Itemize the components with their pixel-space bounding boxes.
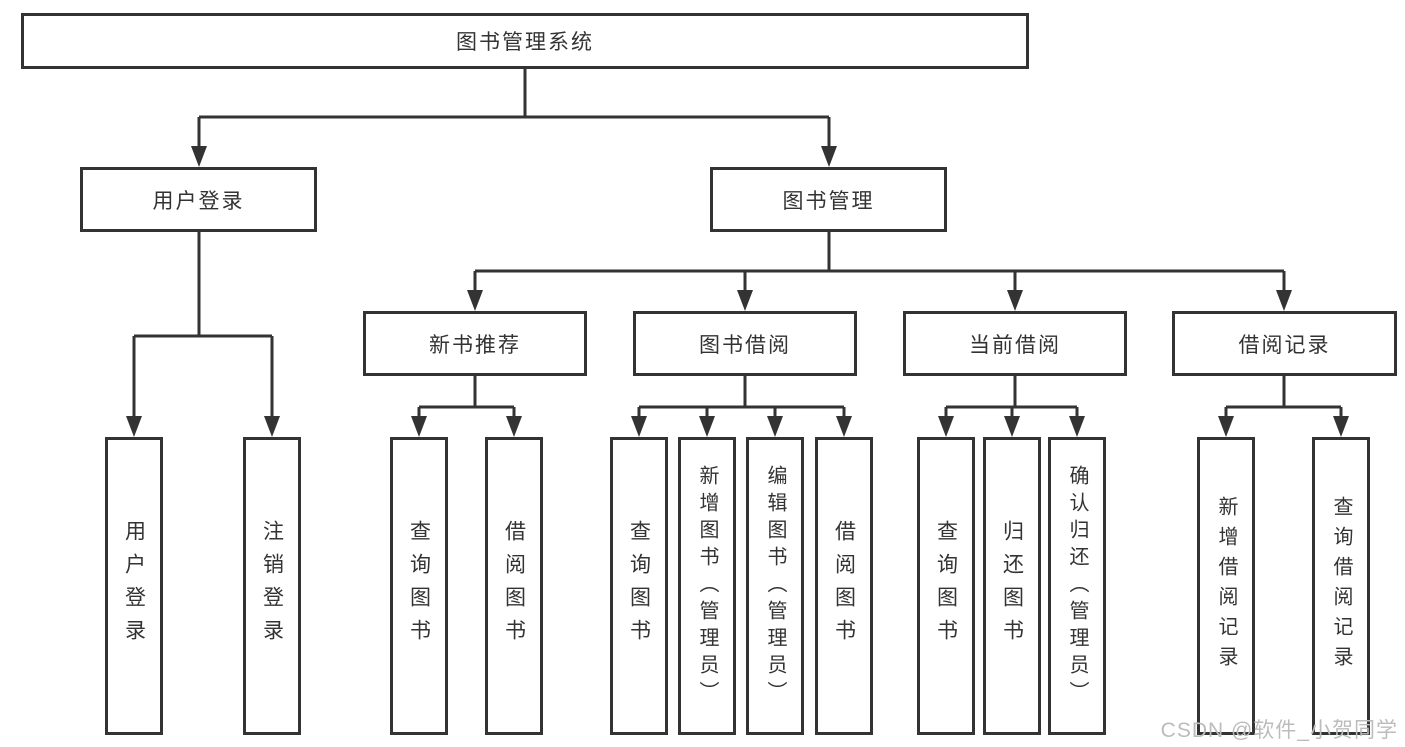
arrow-shafts — [132, 117, 1343, 420]
leaf-borrow-book-borrowing-label: 借阅图书 — [832, 520, 856, 652]
node-borrowing-records: 借阅记录 — [1172, 311, 1397, 376]
node-book-management-label: 图书管理 — [782, 189, 875, 213]
node-user-login-label: 用户登录 — [152, 189, 245, 213]
leaf-add-book-admin-label: 新增图书（管理员） — [696, 464, 718, 708]
node-root-label: 图书管理系统 — [456, 31, 594, 54]
leaf-return-book: 归还图书 — [983, 437, 1041, 735]
node-book-management: 图书管理 — [710, 167, 947, 232]
node-new-book-recommend-label: 新书推荐 — [429, 333, 521, 357]
leaf-search-book-current: 查询图书 — [917, 437, 975, 735]
leaf-edit-book-admin: 编辑图书（管理员） — [746, 437, 804, 735]
leaf-user-login-label: 用户登录 — [122, 520, 146, 652]
node-current-borrowing: 当前借阅 — [903, 311, 1127, 376]
node-book-borrowing-label: 图书借阅 — [699, 333, 791, 357]
leaf-search-book-recommend-label: 查询图书 — [407, 520, 431, 652]
leaf-add-borrow-record: 新增借阅记录 — [1197, 437, 1255, 735]
node-new-book-recommend: 新书推荐 — [363, 311, 587, 376]
leaf-user-login: 用户登录 — [105, 437, 163, 735]
tree-branch-lines — [134, 69, 1341, 409]
node-book-borrowing: 图书借阅 — [633, 311, 857, 376]
leaf-add-borrow-record-label: 新增借阅记录 — [1215, 496, 1237, 676]
leaf-logout-login-label: 注销登录 — [260, 520, 284, 652]
leaf-borrow-book-borrowing: 借阅图书 — [815, 437, 873, 735]
leaf-return-book-label: 归还图书 — [1000, 520, 1024, 652]
leaf-search-book-recommend: 查询图书 — [390, 437, 448, 735]
leaf-confirm-return-admin-label: 确认归还（管理员） — [1066, 464, 1088, 708]
leaf-search-borrow-record-label: 查询借阅记录 — [1330, 496, 1352, 676]
leaf-add-book-admin: 新增图书（管理员） — [678, 437, 736, 735]
leaf-search-book-borrowing: 查询图书 — [610, 437, 668, 735]
node-user-login: 用户登录 — [80, 167, 317, 232]
leaf-search-book-borrowing-label: 查询图书 — [627, 520, 651, 652]
node-borrowing-records-label: 借阅记录 — [1238, 333, 1331, 357]
leaf-borrow-book-recommend: 借阅图书 — [485, 437, 543, 735]
node-current-borrowing-label: 当前借阅 — [969, 333, 1061, 357]
leaf-borrow-book-recommend-label: 借阅图书 — [502, 520, 526, 652]
leaf-search-borrow-record: 查询借阅记录 — [1312, 437, 1370, 735]
leaf-confirm-return-admin: 确认归还（管理员） — [1048, 437, 1106, 735]
leaf-logout-login: 注销登录 — [243, 437, 301, 735]
node-root: 图书管理系统 — [21, 13, 1029, 69]
leaf-search-book-current-label: 查询图书 — [934, 520, 958, 652]
leaf-edit-book-admin-label: 编辑图书（管理员） — [764, 464, 786, 708]
